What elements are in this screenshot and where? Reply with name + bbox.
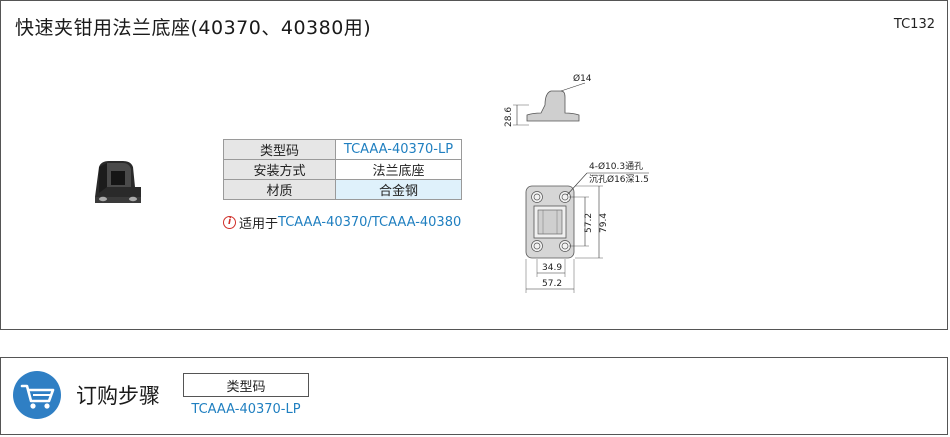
- top-view: 4-Ø10.3通孔 沉孔Ø16深1.5 57.2 79.4 34.9 57.2: [525, 161, 649, 293]
- hole-note-2: 沉孔Ø16深1.5: [589, 174, 649, 185]
- product-panel: 快速夹钳用法兰底座(40370、40380用) TC132 类型码 TCAAA-…: [0, 0, 948, 330]
- applicability-note: i 适用于 TCAAA-40370/TCAAA-40380: [223, 213, 461, 232]
- spec-value-material: 合金钢: [335, 179, 462, 200]
- spec-label-mount: 安装方式: [223, 159, 336, 180]
- order-steps-panel: 订购步骤 类型码 TCAAA-40370-LP: [0, 357, 948, 435]
- order-title: 订购步骤: [76, 384, 160, 408]
- cart-badge: [13, 371, 61, 419]
- info-icon: i: [223, 216, 236, 229]
- dim-57-2-horizontal: 57.2: [542, 279, 562, 289]
- applicable-models-link[interactable]: TCAAA-40370/TCAAA-40380: [278, 215, 462, 230]
- product-code: TC132: [893, 17, 935, 32]
- dim-height: 28.6: [504, 107, 514, 127]
- dim-dia-top: Ø14: [573, 73, 592, 84]
- table-row: 类型码 TCAAA-40370-LP: [223, 139, 462, 160]
- side-view: Ø14 28.6: [504, 73, 592, 127]
- table-row: 安装方式 法兰底座: [223, 159, 462, 180]
- spec-label-type: 类型码: [223, 139, 336, 160]
- dim-34-9: 34.9: [542, 263, 562, 273]
- hole-note-1: 4-Ø10.3通孔: [589, 161, 643, 172]
- order-type-code-header: 类型码: [183, 373, 309, 397]
- cart-icon: [20, 384, 55, 409]
- order-type-code-value[interactable]: TCAAA-40370-LP: [191, 402, 301, 417]
- technical-drawing: Ø14 28.6 4-Ø10.3通孔 沉孔Ø16深1.5: [504, 73, 649, 293]
- note-prefix: 适用于: [239, 217, 279, 232]
- dim-57-2-vertical: 57.2: [584, 213, 594, 233]
- page-title: 快速夹钳用法兰底座(40370、40380用): [15, 17, 372, 39]
- spec-value-mount: 法兰底座: [335, 159, 462, 180]
- spec-table: 类型码 TCAAA-40370-LP 安装方式 法兰底座 材质 合金钢: [223, 139, 462, 200]
- spec-label-material: 材质: [223, 179, 336, 200]
- product-photo: [95, 161, 141, 203]
- table-row: 材质 合金钢: [223, 179, 462, 200]
- spec-value-type[interactable]: TCAAA-40370-LP: [335, 139, 462, 160]
- dim-79-4: 79.4: [599, 213, 609, 233]
